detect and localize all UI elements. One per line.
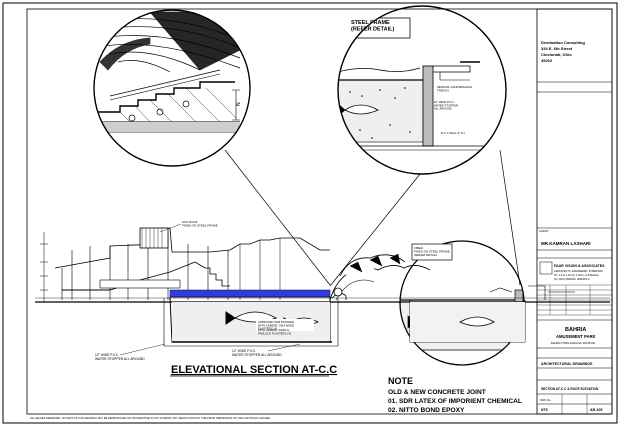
pvc-mid-line1: 12" WIDE P.V.C. [232, 349, 256, 353]
main-title: ELEVATIONAL SECTION AT-C.C [171, 364, 337, 376]
drawing-number: AR-105 [590, 408, 602, 412]
leader-line-left [224, 149, 331, 286]
pvc-left-line1: 12" WIDE P.V.C. [95, 353, 119, 357]
dim-n-label: N [236, 102, 242, 106]
architect-line3: Tel: (051) 2852000, 2852001-4 [554, 277, 590, 281]
pool-slab-blue [169, 289, 331, 298]
main-section-drawing [35, 227, 610, 347]
rcc-wall-label: R.C.C WALL 9" TH [441, 131, 465, 135]
title-block [536, 8, 613, 415]
pvc-left-line2: WATER STOPPER ALL AROUND [95, 357, 145, 361]
scale-value: NTS [541, 408, 549, 412]
leader-line-mid [329, 173, 421, 287]
client-name: MR.KAMRAN LASHARI [541, 241, 591, 246]
note-line-2: 01. SDR LATEX OF IMPORIENT CHEMICAL [388, 398, 522, 405]
consultant-address1: 334 E. 6th Street [541, 46, 573, 51]
pvc-mid-line2: WATER STOPPER ALL AROUND [232, 353, 282, 357]
note-heading: NOTE [388, 376, 413, 386]
consultant-address2: Cincinnati, Ohio [541, 52, 572, 57]
drawing-title: SECTION AT-C.C & ROOF ELEVATION [541, 387, 599, 391]
leader-line-right [499, 149, 521, 286]
project-name: BAHRIA [565, 327, 586, 333]
stair-detail-circle: N [93, 9, 251, 167]
cement-sand-label: WITH CEMENT SAND &PADLOCK PLASTER [1:4] [258, 328, 291, 335]
drawing-no-label: DWG No. [540, 398, 551, 402]
project-subtitle: AMUSEMENT PARK [556, 334, 596, 339]
note-line-3: 02. NITTO BOND EPOXY [388, 407, 465, 414]
project-location: BAHRIA TOWN KARACHI, PAKISTAN [551, 341, 595, 345]
architect-name: FAAR VISION & ASSOCIATES [554, 264, 605, 268]
client-label: CLIENT [539, 229, 549, 233]
note-line-1: OLD & NEW CONCRETE JOINT [388, 389, 486, 396]
note-block: NOTE OLD & NEW CONCRETE JOINT 01. SDR LA… [388, 376, 522, 414]
architect-line2: Ph. 1-9 & 1-19 (C) 1 Floor, G-8 Markaz [554, 273, 599, 277]
architect-logo [539, 261, 553, 275]
copyright-text: ALL IMAGES RESERVED. NO PART OF THIS DRA… [30, 416, 271, 420]
consultant-name: Destination Consulting [541, 40, 585, 45]
consultant-zip: 45202 [541, 58, 553, 63]
discipline-label: ARCHITECTURAL DRAWINGS [541, 362, 593, 366]
architect-line1: ARCHITECTS, ENGINEERS, INTERIORS [554, 269, 603, 273]
pool-edge-detail-circle: STEEL FRAME(REFER DETAIL) SERVICE / MAIN… [337, 5, 507, 175]
steel-frame-label: STEEL FRAME(REFER DETAIL) [351, 20, 394, 33]
title-block-text: Destination Consulting 334 E. 6th Street… [539, 40, 605, 412]
